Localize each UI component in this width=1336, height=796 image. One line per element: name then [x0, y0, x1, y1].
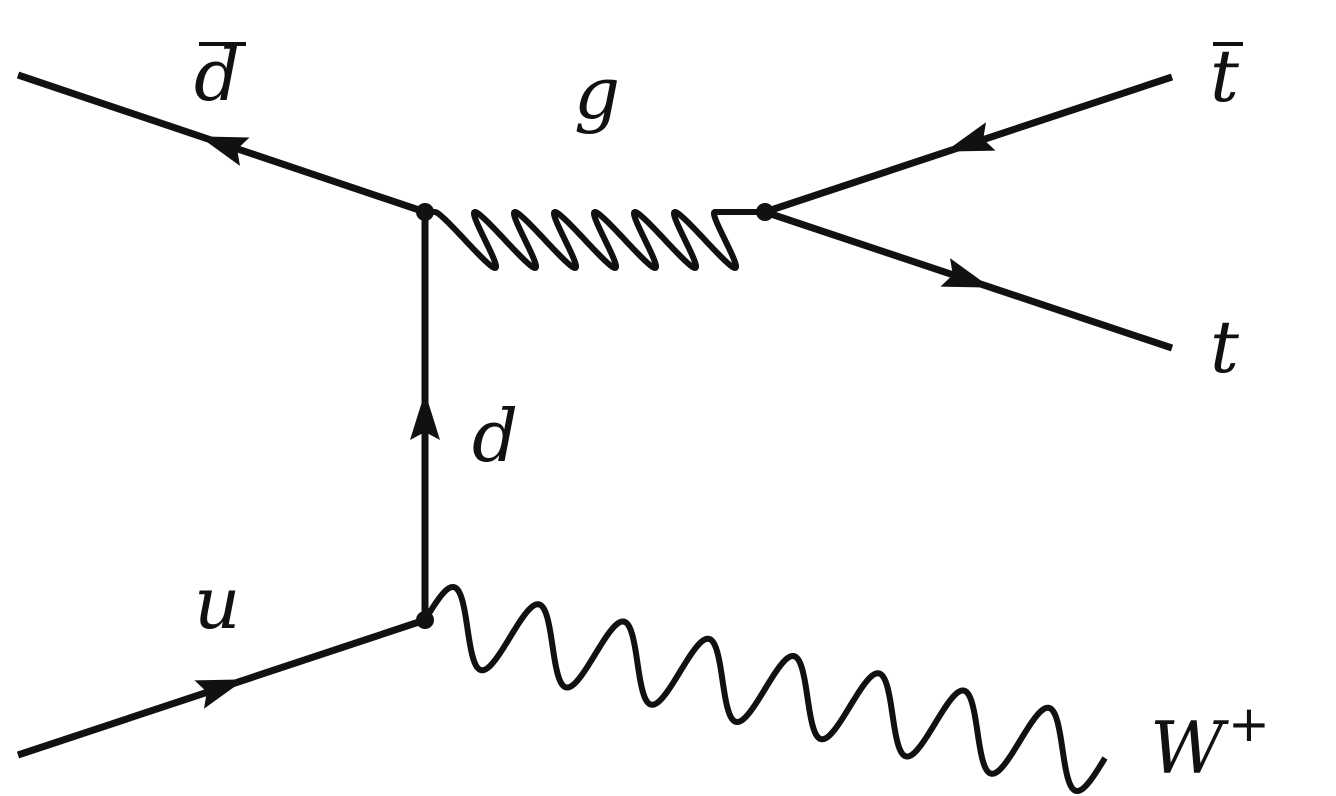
d-propagator-arrow-icon	[410, 392, 440, 440]
tbar-arrow-icon	[945, 122, 996, 152]
dbar-arrow-icon	[199, 136, 250, 166]
label-dbar: d	[194, 33, 240, 117]
gluon-line	[425, 209, 765, 271]
w-charge: +	[1228, 695, 1270, 753]
vertex-bottom	[416, 611, 434, 629]
label-top: t	[1210, 305, 1240, 389]
w-boson-line	[422, 583, 1108, 795]
top-arrow-icon	[940, 258, 991, 288]
vertex-top-left	[416, 203, 434, 221]
label-gluon: g	[574, 51, 620, 135]
label-w-boson: W+	[1150, 695, 1270, 790]
w-symbol: W	[1150, 706, 1229, 790]
u-arrow-icon	[194, 679, 245, 709]
vertex-gluon-right	[756, 203, 774, 221]
label-up: u	[194, 561, 240, 645]
label-tbar: t	[1210, 34, 1240, 118]
label-d-propagator: d	[472, 394, 518, 478]
